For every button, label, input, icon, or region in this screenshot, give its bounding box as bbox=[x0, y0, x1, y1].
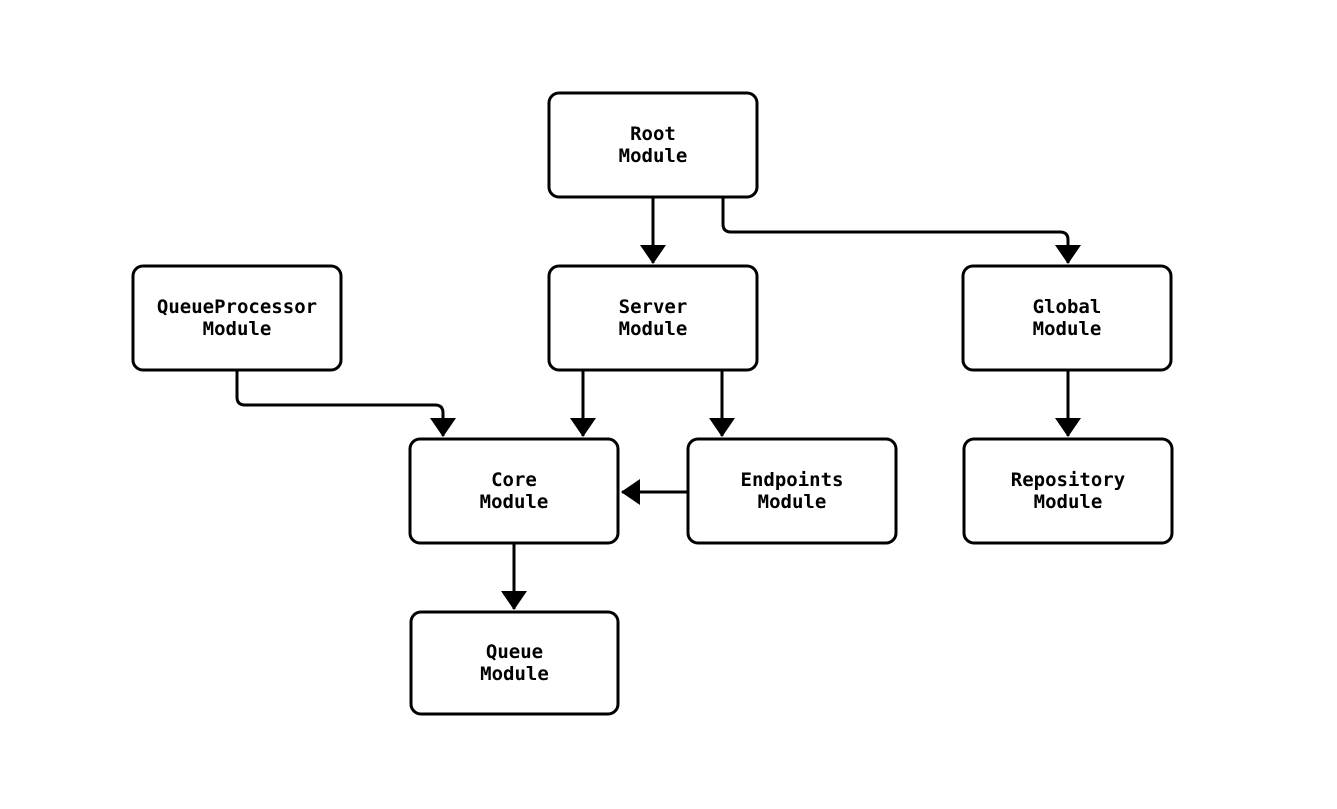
node-box-server bbox=[547, 264, 759, 372]
node-box-repository bbox=[962, 437, 1174, 545]
edge-root-to-global bbox=[721, 198, 1081, 264]
node-box-core bbox=[408, 437, 620, 545]
node-box-global bbox=[961, 264, 1173, 372]
node-box-root bbox=[547, 91, 759, 199]
node-box-queue bbox=[409, 610, 620, 716]
edge-queueprocessor-to-core bbox=[235, 370, 456, 437]
node-box-queueprocessor bbox=[131, 264, 343, 372]
node-box-endpoints bbox=[686, 437, 898, 545]
